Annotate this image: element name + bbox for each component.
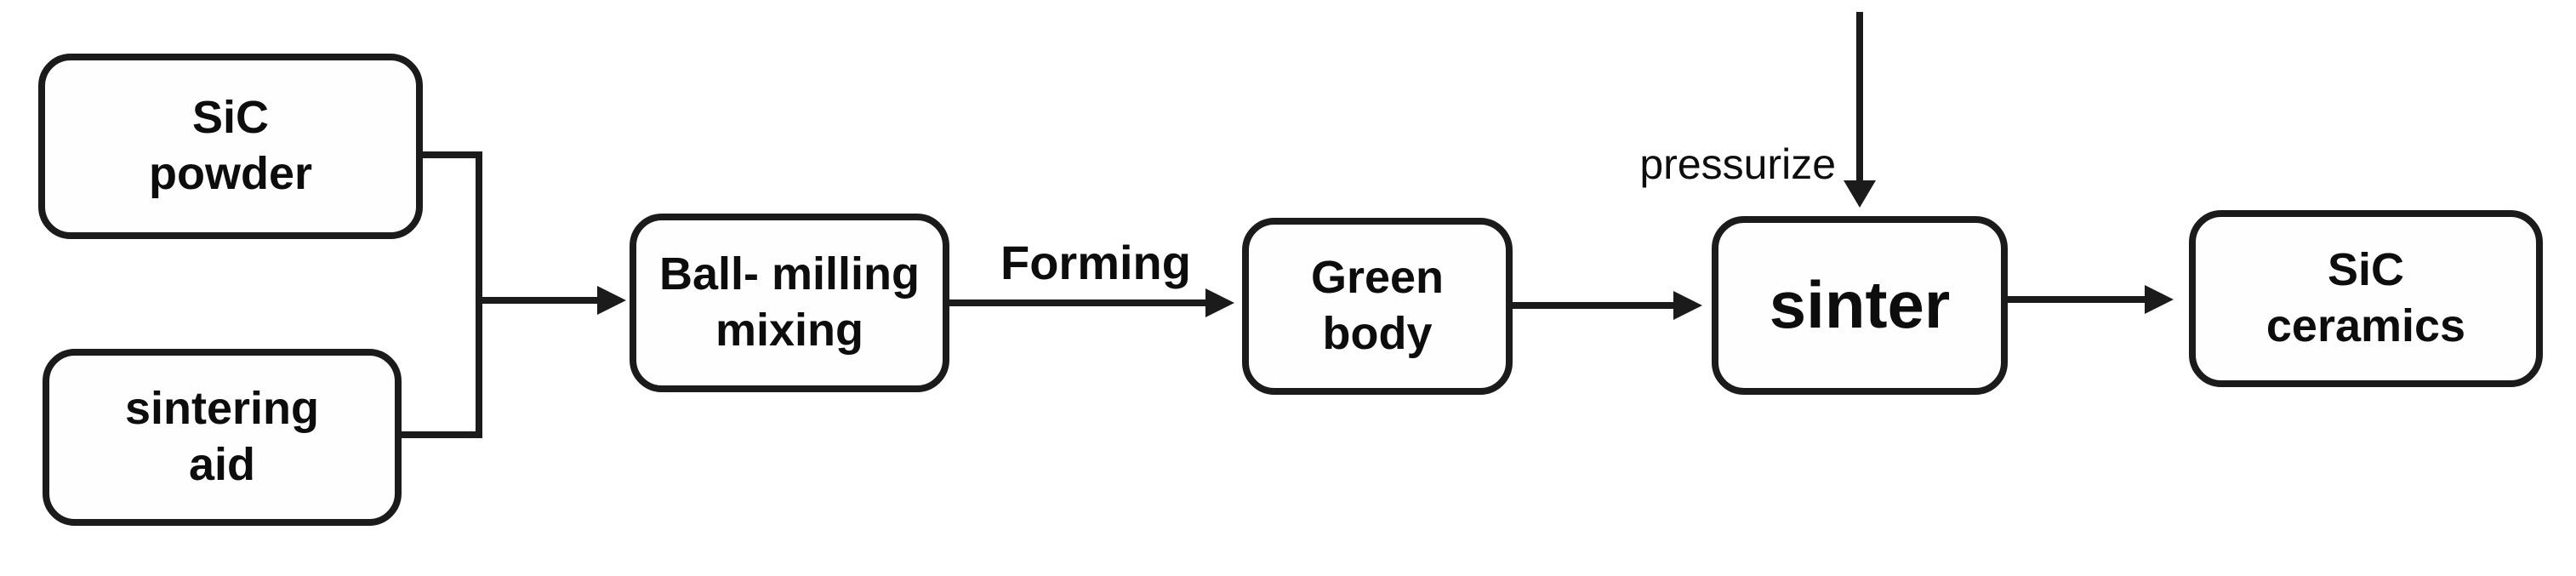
node-green-body: Green body bbox=[1242, 218, 1513, 395]
connector-sinter-to-sic-ceramics bbox=[2006, 296, 2147, 303]
node-sic-powder-line2: powder bbox=[148, 148, 312, 199]
connector-ball-milling-to-green-body bbox=[948, 299, 1208, 306]
edge-label-pressurize: pressurize bbox=[1639, 140, 1836, 188]
node-sintering-aid-line1: sintering bbox=[124, 383, 320, 435]
connector-sintering-aid-to-bracket bbox=[400, 431, 482, 438]
arrowhead-pressurize-down-icon bbox=[1844, 180, 1876, 208]
edge-label-forming: Forming bbox=[1000, 236, 1191, 289]
connector-merge-bracket bbox=[476, 151, 482, 438]
node-ball-milling: Ball- milling mixing bbox=[630, 214, 949, 392]
arrowhead-into-sinter-icon bbox=[1673, 291, 1702, 320]
node-sic-powder: SiC powder bbox=[38, 54, 423, 239]
node-ball-milling-line1: Ball- milling bbox=[658, 248, 920, 300]
node-sintering-aid: sintering aid bbox=[43, 349, 402, 526]
node-sic-ceramics-line2: ceramics bbox=[2265, 300, 2466, 351]
node-sinter: sinter bbox=[1712, 216, 2008, 395]
arrowhead-into-ball-milling-icon bbox=[597, 286, 626, 315]
connector-pressurize-down bbox=[1856, 12, 1863, 184]
node-sic-powder-line1: SiC bbox=[191, 92, 270, 144]
arrowhead-into-sic-ceramics-icon bbox=[2145, 285, 2174, 314]
node-sic-ceramics-line1: SiC bbox=[2327, 244, 2405, 296]
node-sic-ceramics: SiC ceramics bbox=[2189, 210, 2543, 387]
connector-sic-powder-to-bracket bbox=[421, 151, 482, 158]
connector-green-body-to-sinter bbox=[1511, 302, 1676, 309]
node-sintering-aid-line2: aid bbox=[188, 439, 256, 490]
arrowhead-into-green-body-icon bbox=[1205, 288, 1234, 317]
node-sinter-label: sinter bbox=[1769, 267, 1951, 343]
node-green-body-line2: body bbox=[1322, 308, 1433, 359]
connector-bracket-to-ball-milling bbox=[476, 297, 600, 304]
node-ball-milling-line2: mixing bbox=[715, 305, 864, 356]
node-green-body-line1: Green bbox=[1310, 252, 1445, 304]
